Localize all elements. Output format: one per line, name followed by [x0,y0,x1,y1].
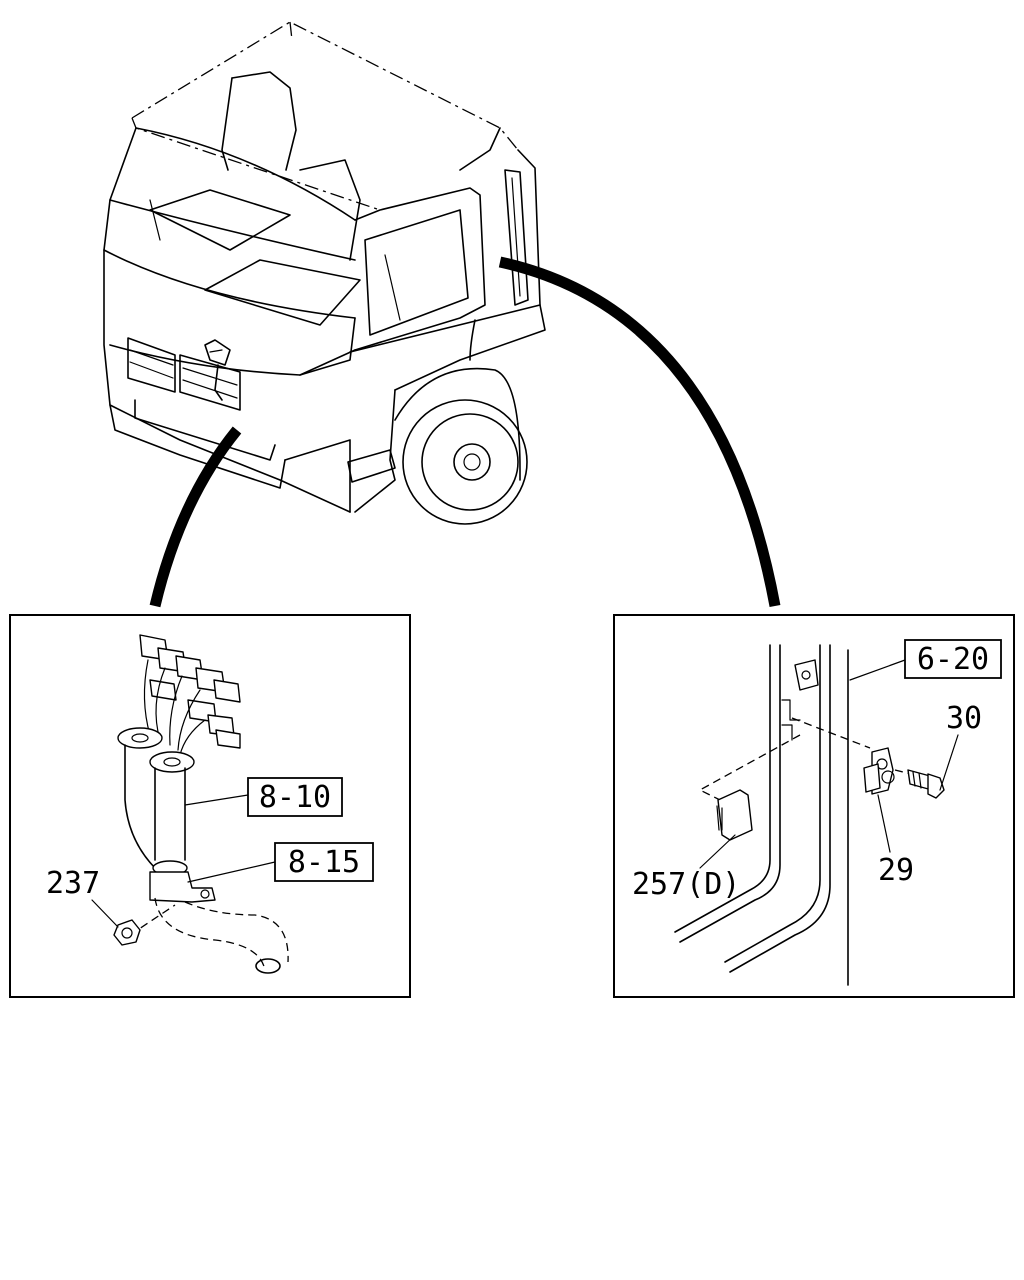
part-label-30: 30 [946,701,982,736]
part-label-29: 29 [878,853,914,888]
harness-connectors [139,634,241,756]
detail-box-left: 8-10 8-15 237 [9,614,411,998]
part-label-237: 237 [46,866,100,901]
ref-label-8-10: 8-10 [259,780,331,815]
truck-cab-illustration [103,21,546,525]
ref-label-6-20: 6-20 [917,642,989,677]
leader-arc-left [149,426,242,608]
leader-arc-right [498,256,781,608]
ref-label-8-15: 8-15 [288,845,360,880]
detail-box-right: 6-20 30 29 257(D) [613,614,1015,998]
part-label-257d: 257(D) [632,867,740,902]
